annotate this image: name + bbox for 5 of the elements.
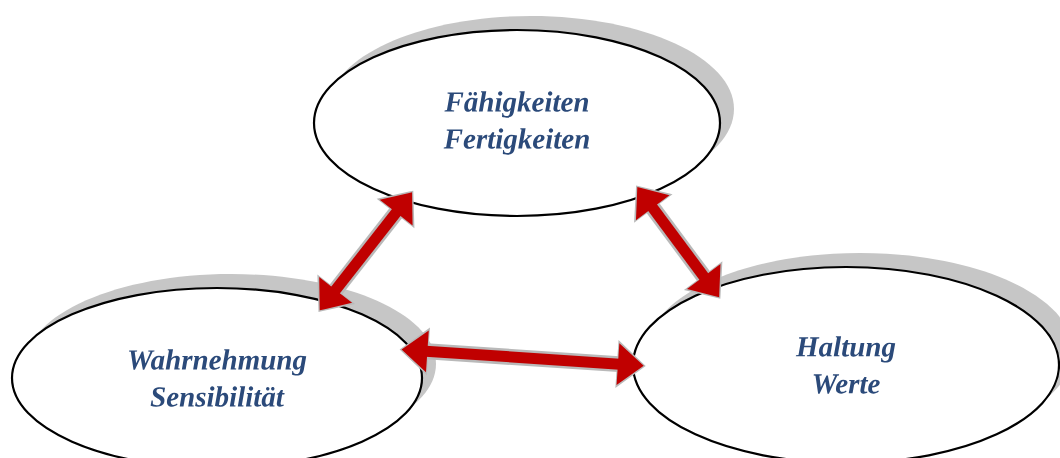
ellipse-node: Wahrnehmung Sensibilität [10,286,424,458]
ellipse-node: Fähigkeiten Fertigkeiten [312,28,722,218]
ellipse-node: Haltung Werte [631,265,1060,458]
node-label: Wahrnehmung Sensibilität [129,349,307,407]
node-label: Haltung Werte [795,336,896,394]
